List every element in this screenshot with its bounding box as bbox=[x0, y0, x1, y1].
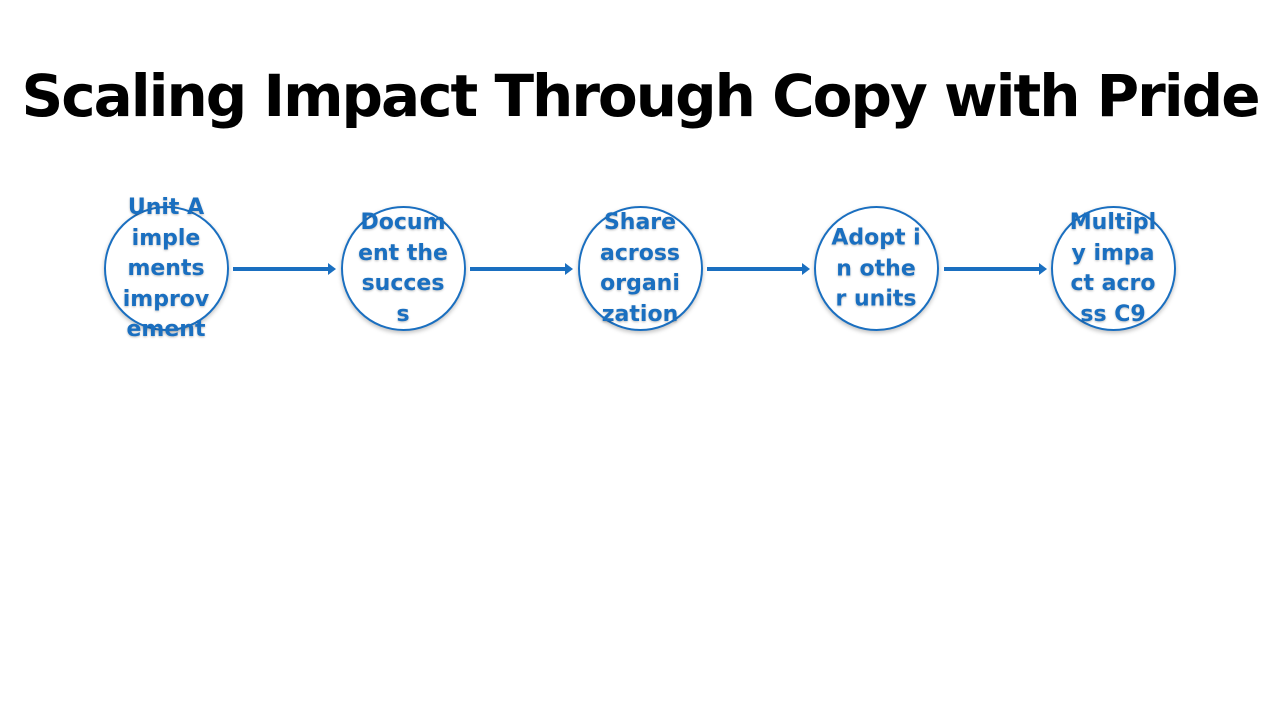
step-4-circle bbox=[814, 206, 939, 331]
step-5-label: Multiply impact across C9 bbox=[1069, 210, 1157, 327]
step-3-label: Share across organization bbox=[599, 210, 681, 327]
page-title: Scaling Impact Through Copy with Pride bbox=[21, 62, 1260, 130]
step-4-label: Adopt in other units bbox=[831, 225, 921, 312]
arrow-4-to-5 bbox=[944, 263, 1047, 275]
step-3-circle bbox=[578, 206, 703, 331]
arrow-3-to-4 bbox=[707, 263, 810, 275]
arrow-1-to-2 bbox=[233, 263, 336, 275]
step-1-circle bbox=[104, 206, 229, 331]
step-5-circle bbox=[1051, 206, 1176, 331]
step-2-label: Document the success bbox=[358, 210, 448, 327]
step-1-label: Unit A implements improvement bbox=[122, 194, 210, 342]
step-2-circle bbox=[341, 206, 466, 331]
arrow-2-to-3 bbox=[470, 263, 573, 275]
